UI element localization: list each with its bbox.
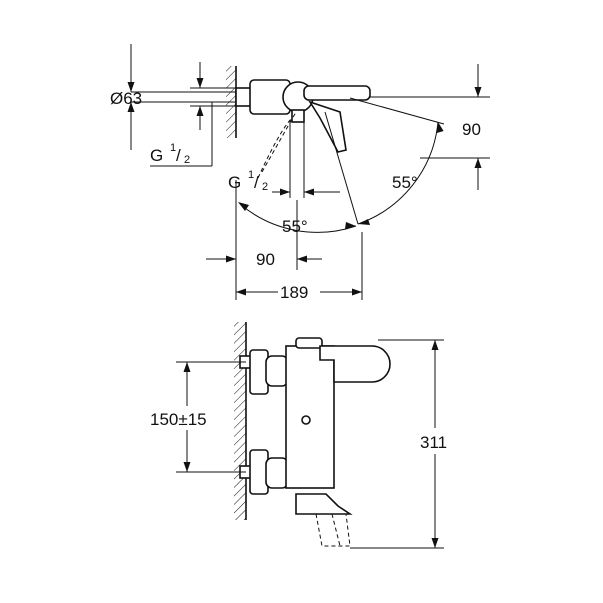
front-mixer-column (285, 345, 335, 489)
top-outlet-stub (291, 109, 305, 123)
front-indicator (301, 415, 311, 425)
thread-mid-sub: 2 (262, 181, 268, 193)
h90-arrow-top (474, 87, 482, 97)
spacing-arrow-bottom (183, 462, 191, 472)
thread-mid-main: G (228, 173, 241, 192)
front-view: 150±15 311 (150, 322, 447, 549)
thread-left-slash: / (176, 146, 181, 165)
top-view: Ø63 G 1 / 2 G 1 / 2 90 55° (110, 44, 490, 302)
dia-label: Ø63 (110, 89, 142, 108)
d90-arrow-left (226, 255, 236, 263)
front-handle-cap (295, 337, 323, 349)
thread-mid-arrow-right (304, 188, 314, 196)
thread-left-main: G (150, 146, 163, 165)
front-lever-dashed-2 (331, 513, 341, 547)
height-311-label: 311 (420, 433, 447, 452)
angle-right-label: 55° (392, 173, 418, 192)
angle-bottom-label: 55° (282, 217, 308, 236)
front-lever-dashed (315, 513, 351, 547)
ext-lever-line (324, 111, 359, 225)
front-spout (319, 345, 391, 383)
depth-label: 90 (256, 250, 275, 269)
spacing-arrow-top (183, 362, 191, 372)
h311-arrow-bottom (431, 538, 439, 548)
front-valve-body-bottom (265, 457, 289, 489)
thread-left-sup: 1 (170, 142, 176, 154)
h90-arrow-bottom (474, 158, 482, 168)
front-valve-body-top (265, 355, 289, 387)
thread-left-sub: 2 (184, 154, 190, 166)
angle-right-arc (357, 121, 439, 225)
d189-arrow-right (352, 288, 362, 296)
thread-mid-sup: 1 (248, 169, 254, 181)
dia-arrow-top (196, 78, 204, 88)
thread-mid-arrow-left (280, 188, 290, 196)
ext-angle-ray (349, 97, 445, 125)
angle-right-arrow-bottom (358, 219, 370, 225)
spacing-label: 150±15 (150, 410, 207, 429)
dia-arrow-bottom (196, 106, 204, 116)
total-depth-label: 189 (280, 283, 308, 302)
angle-bottom-arc (239, 203, 357, 233)
angle-bottom-arrow-left (238, 202, 249, 211)
top-lever (308, 100, 347, 153)
top-rotation-arc (257, 117, 293, 179)
thread-left-arrow-top (127, 82, 135, 92)
front-wall-hatch (234, 322, 246, 520)
angle-bottom-arrow-right (345, 222, 356, 229)
height-label: 90 (462, 120, 481, 139)
thread-left-arrow-bottom (127, 102, 135, 112)
d90-arrow-right (297, 255, 307, 263)
top-spout (303, 85, 371, 101)
h311-arrow-top (431, 340, 439, 350)
thread-mid-slash: / (254, 173, 259, 192)
angle-right-arrow-top (436, 122, 444, 133)
top-rotation-arc-2 (261, 111, 297, 173)
front-lever (295, 493, 353, 515)
d189-arrow-left (236, 288, 246, 296)
